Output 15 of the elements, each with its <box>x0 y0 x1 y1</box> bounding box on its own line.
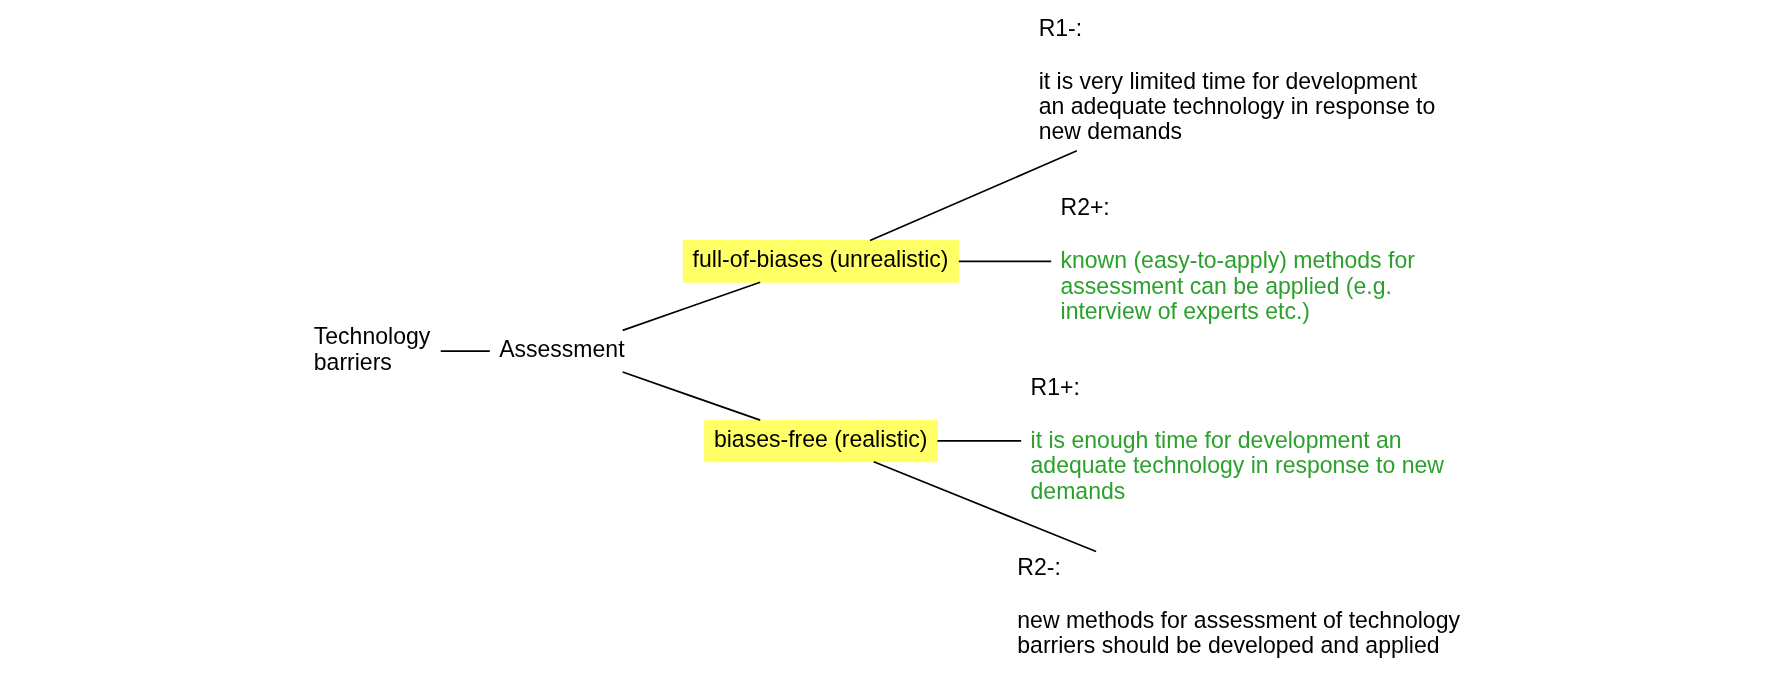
node-text: R1+: it is enough time for development an adequate technology in response to new demands <box>1030 373 1444 504</box>
node-box: full-of-biases (unrealistic) <box>682 240 960 283</box>
node-text: R1-: it is very limited time for development an adequate technology in response to new demands <box>1038 14 1436 145</box>
connector <box>872 460 1097 553</box>
node-text: R2+: known (easy-to-apply) methods for assessment can be applied (e.g. interview of experts etc.) <box>1060 194 1415 324</box>
connector <box>439 350 491 353</box>
connector <box>621 281 762 332</box>
node-box: biases-free (realistic) <box>704 419 938 463</box>
node-text: R2-: new methods for assessment of technology barriers should be developed and applied <box>1017 553 1460 658</box>
node-text: Technology barriers <box>313 323 431 375</box>
connector <box>869 149 1078 242</box>
connector <box>621 371 762 421</box>
connector <box>936 440 1023 442</box>
node-text: Assessment <box>499 335 625 362</box>
connector <box>958 260 1053 263</box>
